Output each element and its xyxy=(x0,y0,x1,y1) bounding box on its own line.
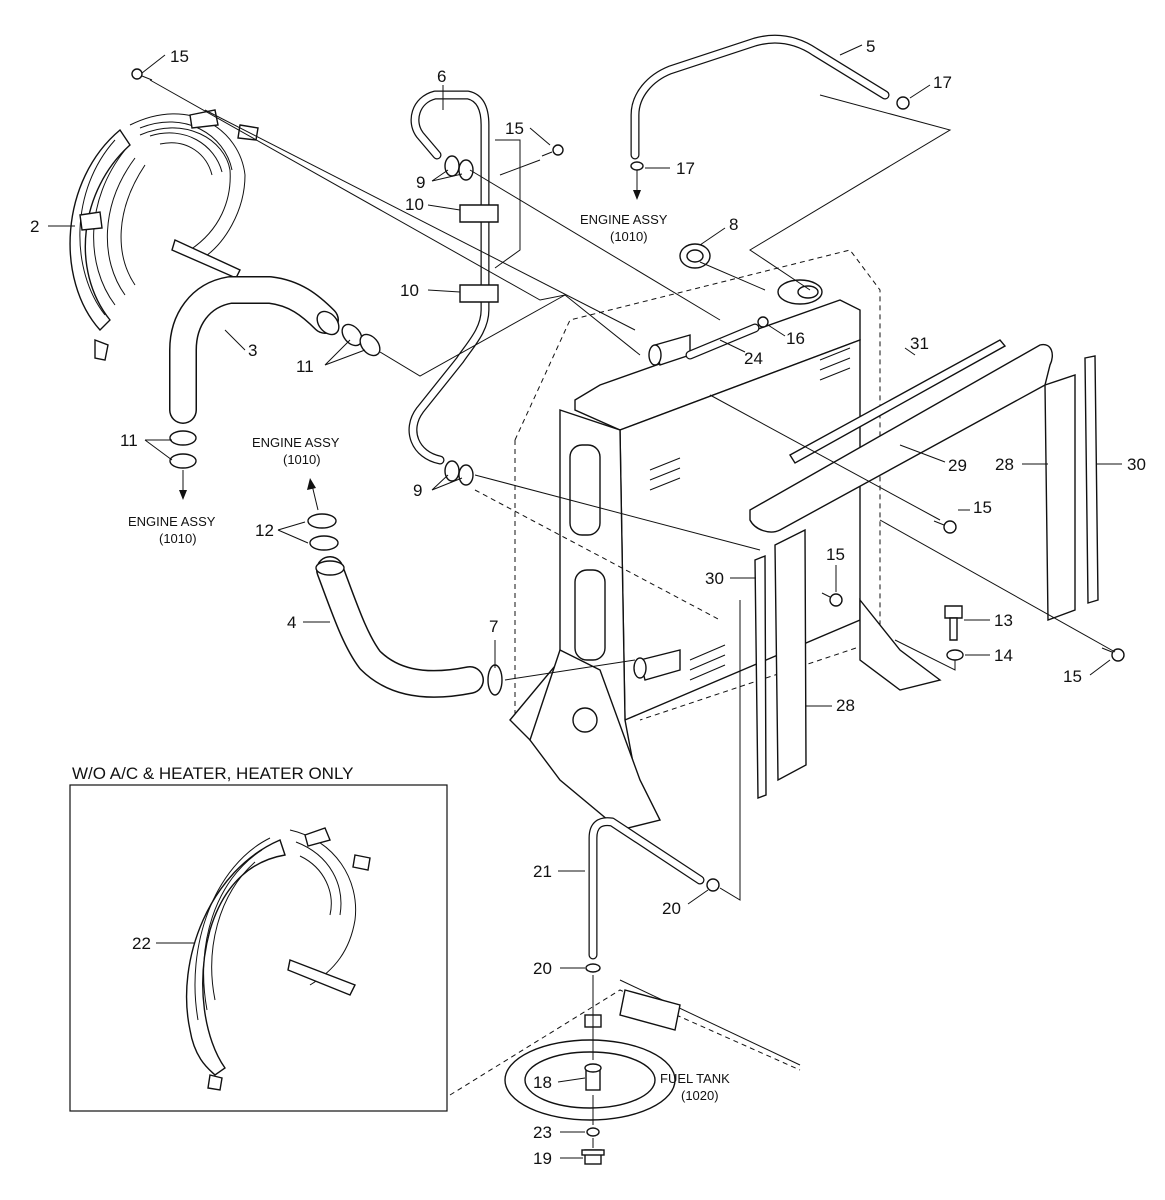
clamp-part-9-upper xyxy=(444,155,474,181)
seal-part-28-left xyxy=(774,528,807,782)
seal-part-30-left xyxy=(754,554,767,800)
ref-engine-assy-top: ENGINE ASSY (1010) xyxy=(580,212,668,244)
svg-text:ENGINE ASSY: ENGINE ASSY xyxy=(580,212,668,227)
leader-lines xyxy=(149,79,1116,1148)
callout-19: 19 xyxy=(533,1149,552,1168)
plug-part-16 xyxy=(757,316,769,328)
callout-11-lower: 11 xyxy=(120,431,138,450)
callout-4: 4 xyxy=(287,613,296,632)
bolt-part-15-top-left xyxy=(131,68,153,81)
callout-11-upper: 11 xyxy=(296,357,314,376)
callout-15-a: 15 xyxy=(170,47,189,66)
callout-23: 23 xyxy=(533,1123,552,1142)
callout-20-bottom: 20 xyxy=(533,959,552,978)
svg-text:(1020): (1020) xyxy=(681,1088,719,1103)
callout-6: 6 xyxy=(437,67,446,86)
callout-21: 21 xyxy=(533,862,552,881)
fan-shroud-part-22 xyxy=(185,827,371,1091)
callout-labels: 15 2 3 11 11 12 4 6 15 9 10 10 9 7 5 17 xyxy=(30,37,1146,1168)
plug-part-20-right xyxy=(706,878,720,892)
plug-part-20-bottom xyxy=(585,963,601,973)
callout-14: 14 xyxy=(994,646,1013,665)
callout-28-left: 28 xyxy=(836,696,855,715)
ref-engine-assy-mid: ENGINE ASSY (1010) xyxy=(252,435,340,467)
fuel-tank xyxy=(449,979,801,1121)
callout-5: 5 xyxy=(866,37,875,56)
pipe-part-6 xyxy=(408,90,499,465)
callout-12: 12 xyxy=(255,521,274,540)
ref-engine-assy-left: ENGINE ASSY (1010) xyxy=(128,514,216,546)
callout-31: 31 xyxy=(910,334,929,353)
plug-part-17-upper xyxy=(896,96,910,110)
callout-9-upper: 9 xyxy=(416,173,425,192)
radiator-assembly xyxy=(509,249,942,831)
svg-text:ENGINE ASSY: ENGINE ASSY xyxy=(128,514,216,529)
callout-15-center: 15 xyxy=(826,545,845,564)
fan-shroud-part-2 xyxy=(69,109,259,361)
svg-text:(1010): (1010) xyxy=(610,229,648,244)
callout-20-right: 20 xyxy=(662,899,681,918)
callout-30-left: 30 xyxy=(705,569,724,588)
callout-9-lower: 9 xyxy=(413,481,422,500)
bolt-part-15-top-mid xyxy=(541,144,564,157)
seal-part-31 xyxy=(789,339,1007,464)
hose-part-3 xyxy=(169,276,340,424)
bolt-part-15-right-low xyxy=(1101,647,1125,662)
clamp-part-7 xyxy=(487,664,503,696)
callout-15-b: 15 xyxy=(505,119,524,138)
cap-part-8 xyxy=(679,243,711,269)
washer-part-14 xyxy=(946,649,964,661)
callout-15-right-mid: 15 xyxy=(973,498,992,517)
callout-18: 18 xyxy=(533,1073,552,1092)
svg-text:ENGINE ASSY: ENGINE ASSY xyxy=(252,435,340,450)
svg-text:(1010): (1010) xyxy=(159,531,197,546)
callout-16: 16 xyxy=(786,329,805,348)
callout-17-upper: 17 xyxy=(933,73,952,92)
callout-8: 8 xyxy=(729,215,738,234)
callout-24: 24 xyxy=(744,349,763,368)
o-ring-part-23 xyxy=(586,1127,600,1137)
clamp-part-11-lower xyxy=(169,430,197,469)
callout-2: 2 xyxy=(30,217,39,236)
callout-29: 29 xyxy=(948,456,967,475)
pipe-part-21 xyxy=(588,817,705,960)
svg-text:FUEL TANK: FUEL TANK xyxy=(660,1071,730,1086)
flow-arrows xyxy=(179,170,641,511)
callout-10-lower: 10 xyxy=(400,281,419,300)
clamp-part-9-lower xyxy=(444,460,474,486)
fitting-part-18 xyxy=(584,1063,602,1091)
callout-28-right: 28 xyxy=(995,455,1014,474)
bolt-part-15-center xyxy=(821,592,843,607)
callout-13: 13 xyxy=(994,611,1013,630)
callout-22: 22 xyxy=(132,934,151,953)
callout-17-lower: 17 xyxy=(676,159,695,178)
callout-10-upper: 10 xyxy=(405,195,424,214)
plug-part-19 xyxy=(581,1149,605,1165)
inset-frame xyxy=(69,784,448,1112)
callout-15-right-low: 15 xyxy=(1063,667,1082,686)
callout-3: 3 xyxy=(248,341,257,360)
plug-part-17-lower xyxy=(630,161,644,171)
clamp-part-11-upper xyxy=(341,323,381,357)
seal-part-30-right xyxy=(1084,355,1099,604)
svg-text:(1010): (1010) xyxy=(283,452,321,467)
bolt-part-15-right-mid xyxy=(933,520,957,534)
clamp-part-12 xyxy=(307,513,339,551)
callout-30-right: 30 xyxy=(1127,455,1146,474)
bolt-part-13 xyxy=(944,605,963,641)
inset-title: W/O A/C & HEATER, HEATER ONLY xyxy=(72,764,354,783)
ref-fuel-tank: FUEL TANK (1020) xyxy=(660,1071,730,1103)
pipe-part-5 xyxy=(630,34,890,160)
hose-part-4 xyxy=(315,556,484,698)
seal-part-28-right xyxy=(1044,374,1076,622)
callout-7: 7 xyxy=(489,617,498,636)
